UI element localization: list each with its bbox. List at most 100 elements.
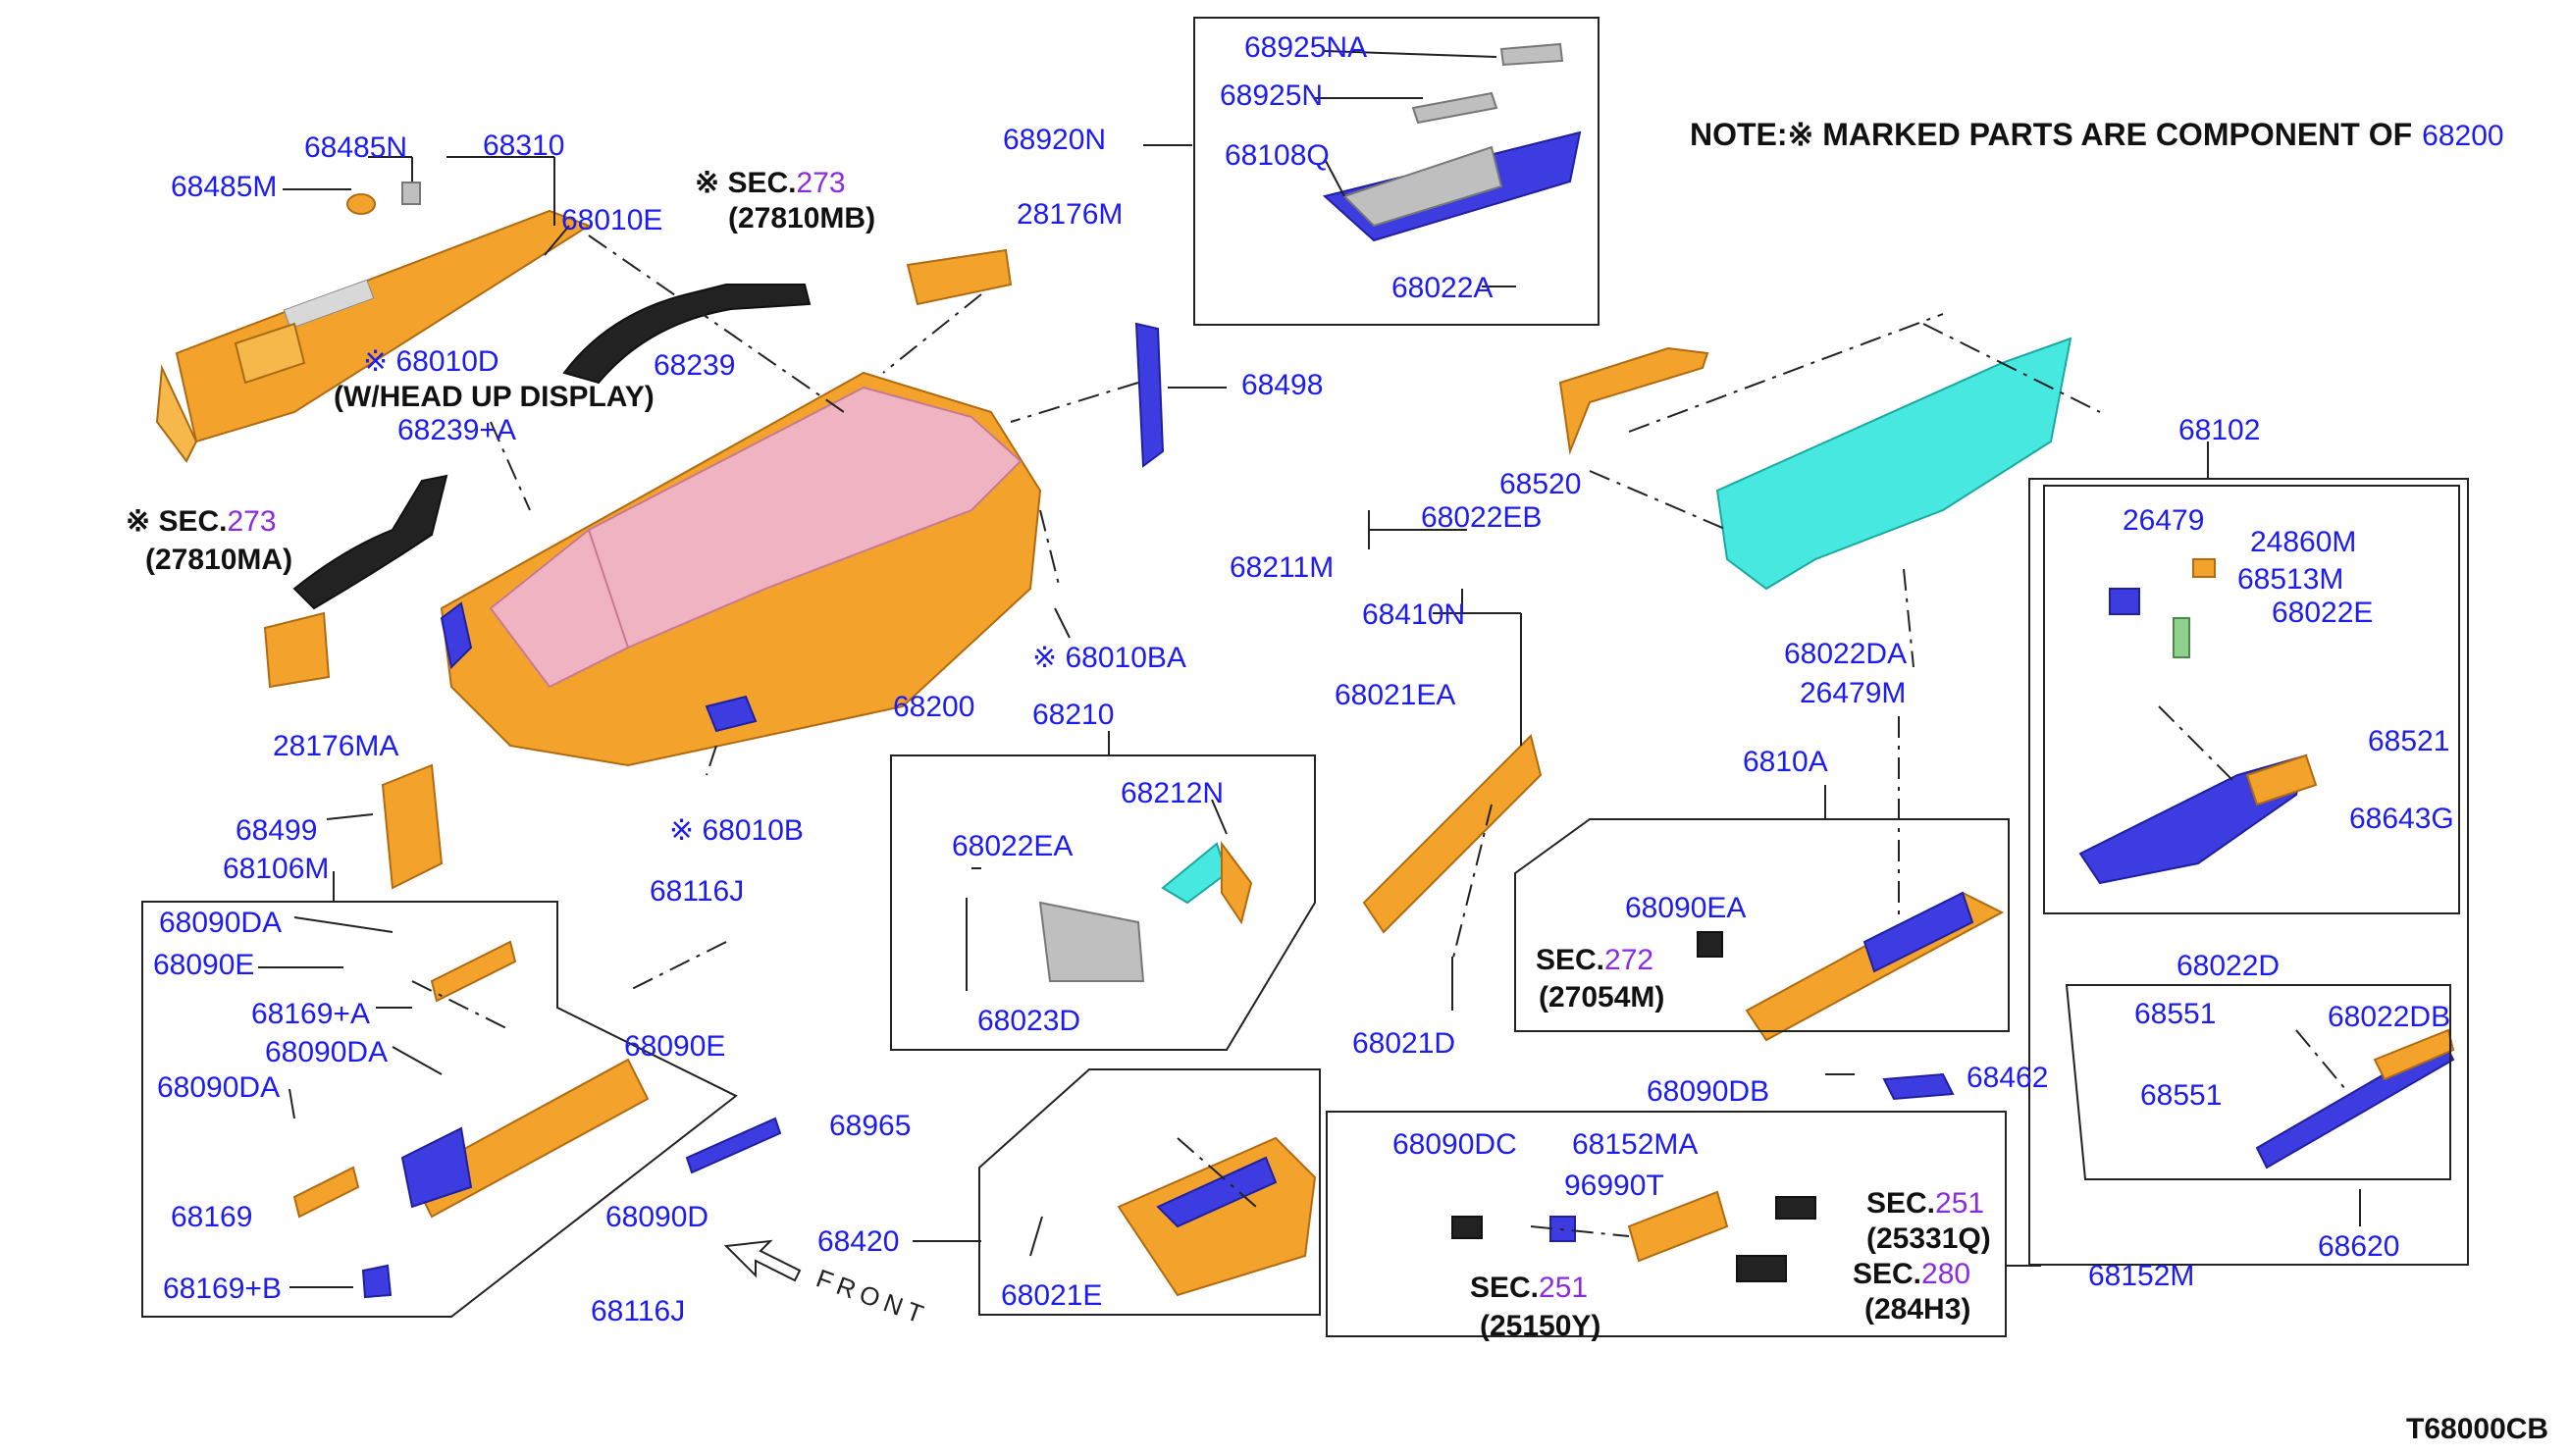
label-68022DB[interactable]: 68022DB — [2328, 1001, 2450, 1033]
label-68169[interactable]: 68169 — [171, 1201, 252, 1233]
label-68010BA[interactable]: ※ 68010BA — [1032, 642, 1186, 674]
sec-code-27810MA: (27810MA) — [145, 544, 292, 576]
upper-trim-68310 — [155, 209, 592, 463]
assembly-dash-lines — [411, 234, 2346, 1237]
box-68920N — [1193, 17, 1600, 326]
label-68106M[interactable]: 68106M — [223, 853, 329, 885]
label-hud: (W/HEAD UP DISPLAY) — [334, 381, 655, 413]
label-68090EA[interactable]: 68090EA — [1625, 892, 1746, 924]
part-68023D — [1038, 901, 1145, 982]
label-68090E-1[interactable]: 68090E — [153, 949, 254, 981]
label-68169B[interactable]: 68169+B — [163, 1273, 282, 1305]
label-68010D[interactable]: ※ 68010D — [363, 345, 499, 378]
label-68520[interactable]: 68520 — [1499, 468, 1581, 500]
box-68090EA — [1514, 818, 2010, 1032]
label-68021EA[interactable]: 68021EA — [1335, 679, 1455, 711]
label-68108Q[interactable]: 68108Q — [1225, 139, 1330, 172]
label-68022DA[interactable]: 68022DA — [1784, 638, 1907, 670]
label-68420[interactable]: 68420 — [817, 1225, 899, 1258]
label-68212N[interactable]: 68212N — [1121, 777, 1224, 809]
label-68521[interactable]: 68521 — [2368, 725, 2449, 757]
label-68200[interactable]: 68200 — [893, 691, 974, 723]
label-68485M[interactable]: 68485M — [171, 171, 277, 203]
label-68239A[interactable]: 68239+A — [397, 414, 516, 446]
front-label: FRONT — [813, 1263, 933, 1330]
part-68485M — [346, 193, 376, 215]
label-68410N[interactable]: 68410N — [1362, 598, 1465, 631]
duct-27810MA — [292, 474, 448, 610]
part-68420-inner — [1156, 1156, 1278, 1228]
sec-ref-273-mb[interactable]: ※ SEC.273 — [695, 167, 846, 199]
label-68116J-1[interactable]: 68116J — [650, 875, 744, 908]
note-text: NOTE:※ MARKED PARTS ARE COMPONENT OF 682… — [1690, 117, 2504, 152]
label-68010B[interactable]: ※ 68010B — [669, 814, 804, 847]
label-68116J-2[interactable]: 68116J — [591, 1295, 685, 1327]
label-68090DB[interactable]: 68090DB — [1647, 1075, 1769, 1108]
label-68152M[interactable]: 68152M — [2088, 1260, 2194, 1292]
label-6810A[interactable]: 6810A — [1743, 746, 1828, 778]
box-68102-inner — [2043, 485, 2460, 914]
label-68090E-2[interactable]: 68090E — [624, 1030, 725, 1063]
label-68022EB[interactable]: 68022EB — [1421, 501, 1542, 534]
part-68485N — [401, 182, 421, 205]
label-68022E[interactable]: 68022E — [2272, 597, 2373, 629]
label-68022D[interactable]: 68022D — [2177, 950, 2280, 982]
note-part: 68200 — [2422, 120, 2503, 152]
label-68022A[interactable]: 68022A — [1391, 272, 1493, 304]
label-24860M[interactable]: 24860M — [2250, 526, 2356, 558]
label-68152MA[interactable]: 68152MA — [1572, 1128, 1698, 1161]
diagram-code: T68000CB — [2406, 1413, 2548, 1445]
panel-68499 — [381, 763, 444, 890]
label-68210[interactable]: 68210 — [1032, 699, 1114, 731]
label-68090DA-2[interactable]: 68090DA — [265, 1036, 388, 1068]
label-68239[interactable]: 68239 — [654, 349, 735, 382]
label-68102[interactable]: 68102 — [2178, 414, 2260, 446]
label-26479[interactable]: 26479 — [2123, 504, 2204, 537]
label-68462[interactable]: 68462 — [1967, 1062, 2048, 1094]
label-68022EA[interactable]: 68022EA — [952, 830, 1073, 862]
sec-ref-251-b[interactable]: SEC.251 — [1470, 1272, 1588, 1304]
label-68021D[interactable]: 68021D — [1352, 1027, 1455, 1060]
label-68211M[interactable]: 68211M — [1230, 551, 1334, 584]
label-68551-2[interactable]: 68551 — [2140, 1079, 2222, 1112]
label-68090DA-3[interactable]: 68090DA — [157, 1071, 280, 1104]
label-68010E[interactable]: 68010E — [561, 204, 662, 236]
label-68499[interactable]: 68499 — [236, 814, 317, 847]
part-68108Q — [1322, 42, 1582, 242]
label-68643G[interactable]: 68643G — [2349, 803, 2454, 835]
sec-ref-272[interactable]: SEC.272 — [1536, 944, 1653, 976]
box-68210 — [890, 754, 1316, 1051]
label-68925NA[interactable]: 68925NA — [1244, 31, 1367, 64]
sec-ref-251-a[interactable]: SEC.251 — [1866, 1187, 1984, 1220]
sec-ref-280[interactable]: SEC.280 — [1853, 1258, 1970, 1290]
label-68513M[interactable]: 68513M — [2237, 563, 2343, 596]
box-68102-outer — [2028, 478, 2469, 1266]
box-68152M — [1326, 1111, 2007, 1337]
label-68090DA-1[interactable]: 68090DA — [159, 907, 282, 939]
label-68620[interactable]: 68620 — [2318, 1230, 2399, 1263]
label-28176M[interactable]: 28176M — [1017, 198, 1123, 231]
label-26479M[interactable]: 26479M — [1800, 677, 1906, 709]
label-68090DC[interactable]: 68090DC — [1392, 1128, 1517, 1161]
panel-68498 — [1134, 322, 1165, 468]
label-68023D[interactable]: 68023D — [977, 1005, 1080, 1037]
label-28176MA[interactable]: 28176MA — [273, 730, 398, 762]
label-68485N[interactable]: 68485N — [304, 131, 407, 164]
label-68498[interactable]: 68498 — [1241, 369, 1323, 401]
vent-28176M — [906, 248, 1013, 306]
label-68021E[interactable]: 68021E — [1001, 1279, 1102, 1312]
label-68551-1[interactable]: 68551 — [2134, 998, 2216, 1030]
label-96990T[interactable]: 96990T — [1564, 1170, 1664, 1202]
label-68965[interactable]: 68965 — [829, 1110, 911, 1142]
label-68925N[interactable]: 68925N — [1220, 79, 1323, 112]
label-68310[interactable]: 68310 — [483, 130, 564, 162]
box-68420 — [978, 1068, 1321, 1316]
label-68169A[interactable]: 68169+A — [251, 998, 370, 1030]
label-68090D[interactable]: 68090D — [605, 1201, 708, 1233]
label-68920N[interactable]: 68920N — [1003, 124, 1106, 156]
part-68410N — [1362, 734, 1543, 934]
sec-code-25331Q: (25331Q) — [1866, 1222, 1991, 1255]
sec-code-27810MB: (27810MB) — [728, 202, 875, 234]
leader-lines — [258, 50, 2361, 1288]
sec-ref-273-ma[interactable]: ※ SEC.273 — [126, 505, 277, 538]
